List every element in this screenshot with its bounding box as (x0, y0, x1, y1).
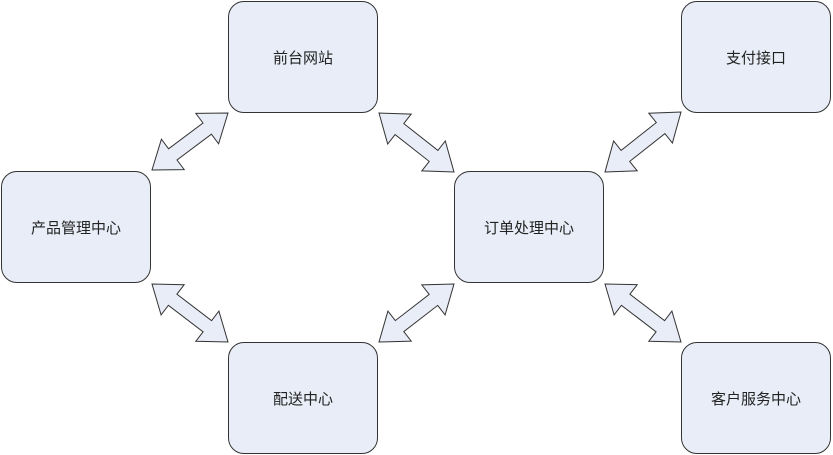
node-frontend: 前台网站 (228, 1, 378, 113)
double-arrow-product-frontend (151, 112, 229, 171)
double-arrow-product-delivery (151, 283, 229, 343)
double-arrow-frontend-order (378, 112, 455, 173)
double-arrow-delivery-order (378, 283, 455, 343)
double-arrow-order-payment (604, 111, 682, 173)
node-delivery: 配送中心 (228, 342, 378, 454)
double-arrow-order-service (604, 283, 682, 343)
node-payment: 支付接口 (681, 1, 831, 113)
node-product: 产品管理中心 (1, 171, 151, 283)
node-order: 订单处理中心 (454, 171, 604, 283)
node-service: 客户服务中心 (681, 342, 831, 454)
